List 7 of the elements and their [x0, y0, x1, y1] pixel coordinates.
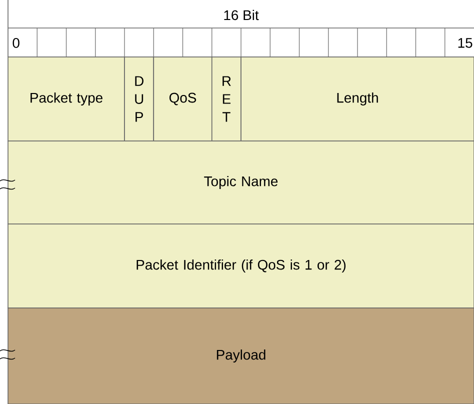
- field-cell: QoS: [153, 56, 212, 142]
- field-cell: R E T: [211, 56, 242, 142]
- field-cell: Payload: [8, 308, 474, 404]
- bit-width-label: 16 Bit: [224, 10, 259, 20]
- node-label: Length: [337, 92, 378, 106]
- field-cell: D U P: [124, 56, 154, 142]
- field-cell: Packet Identifier (if QoS is 1 or 2): [8, 224, 474, 308]
